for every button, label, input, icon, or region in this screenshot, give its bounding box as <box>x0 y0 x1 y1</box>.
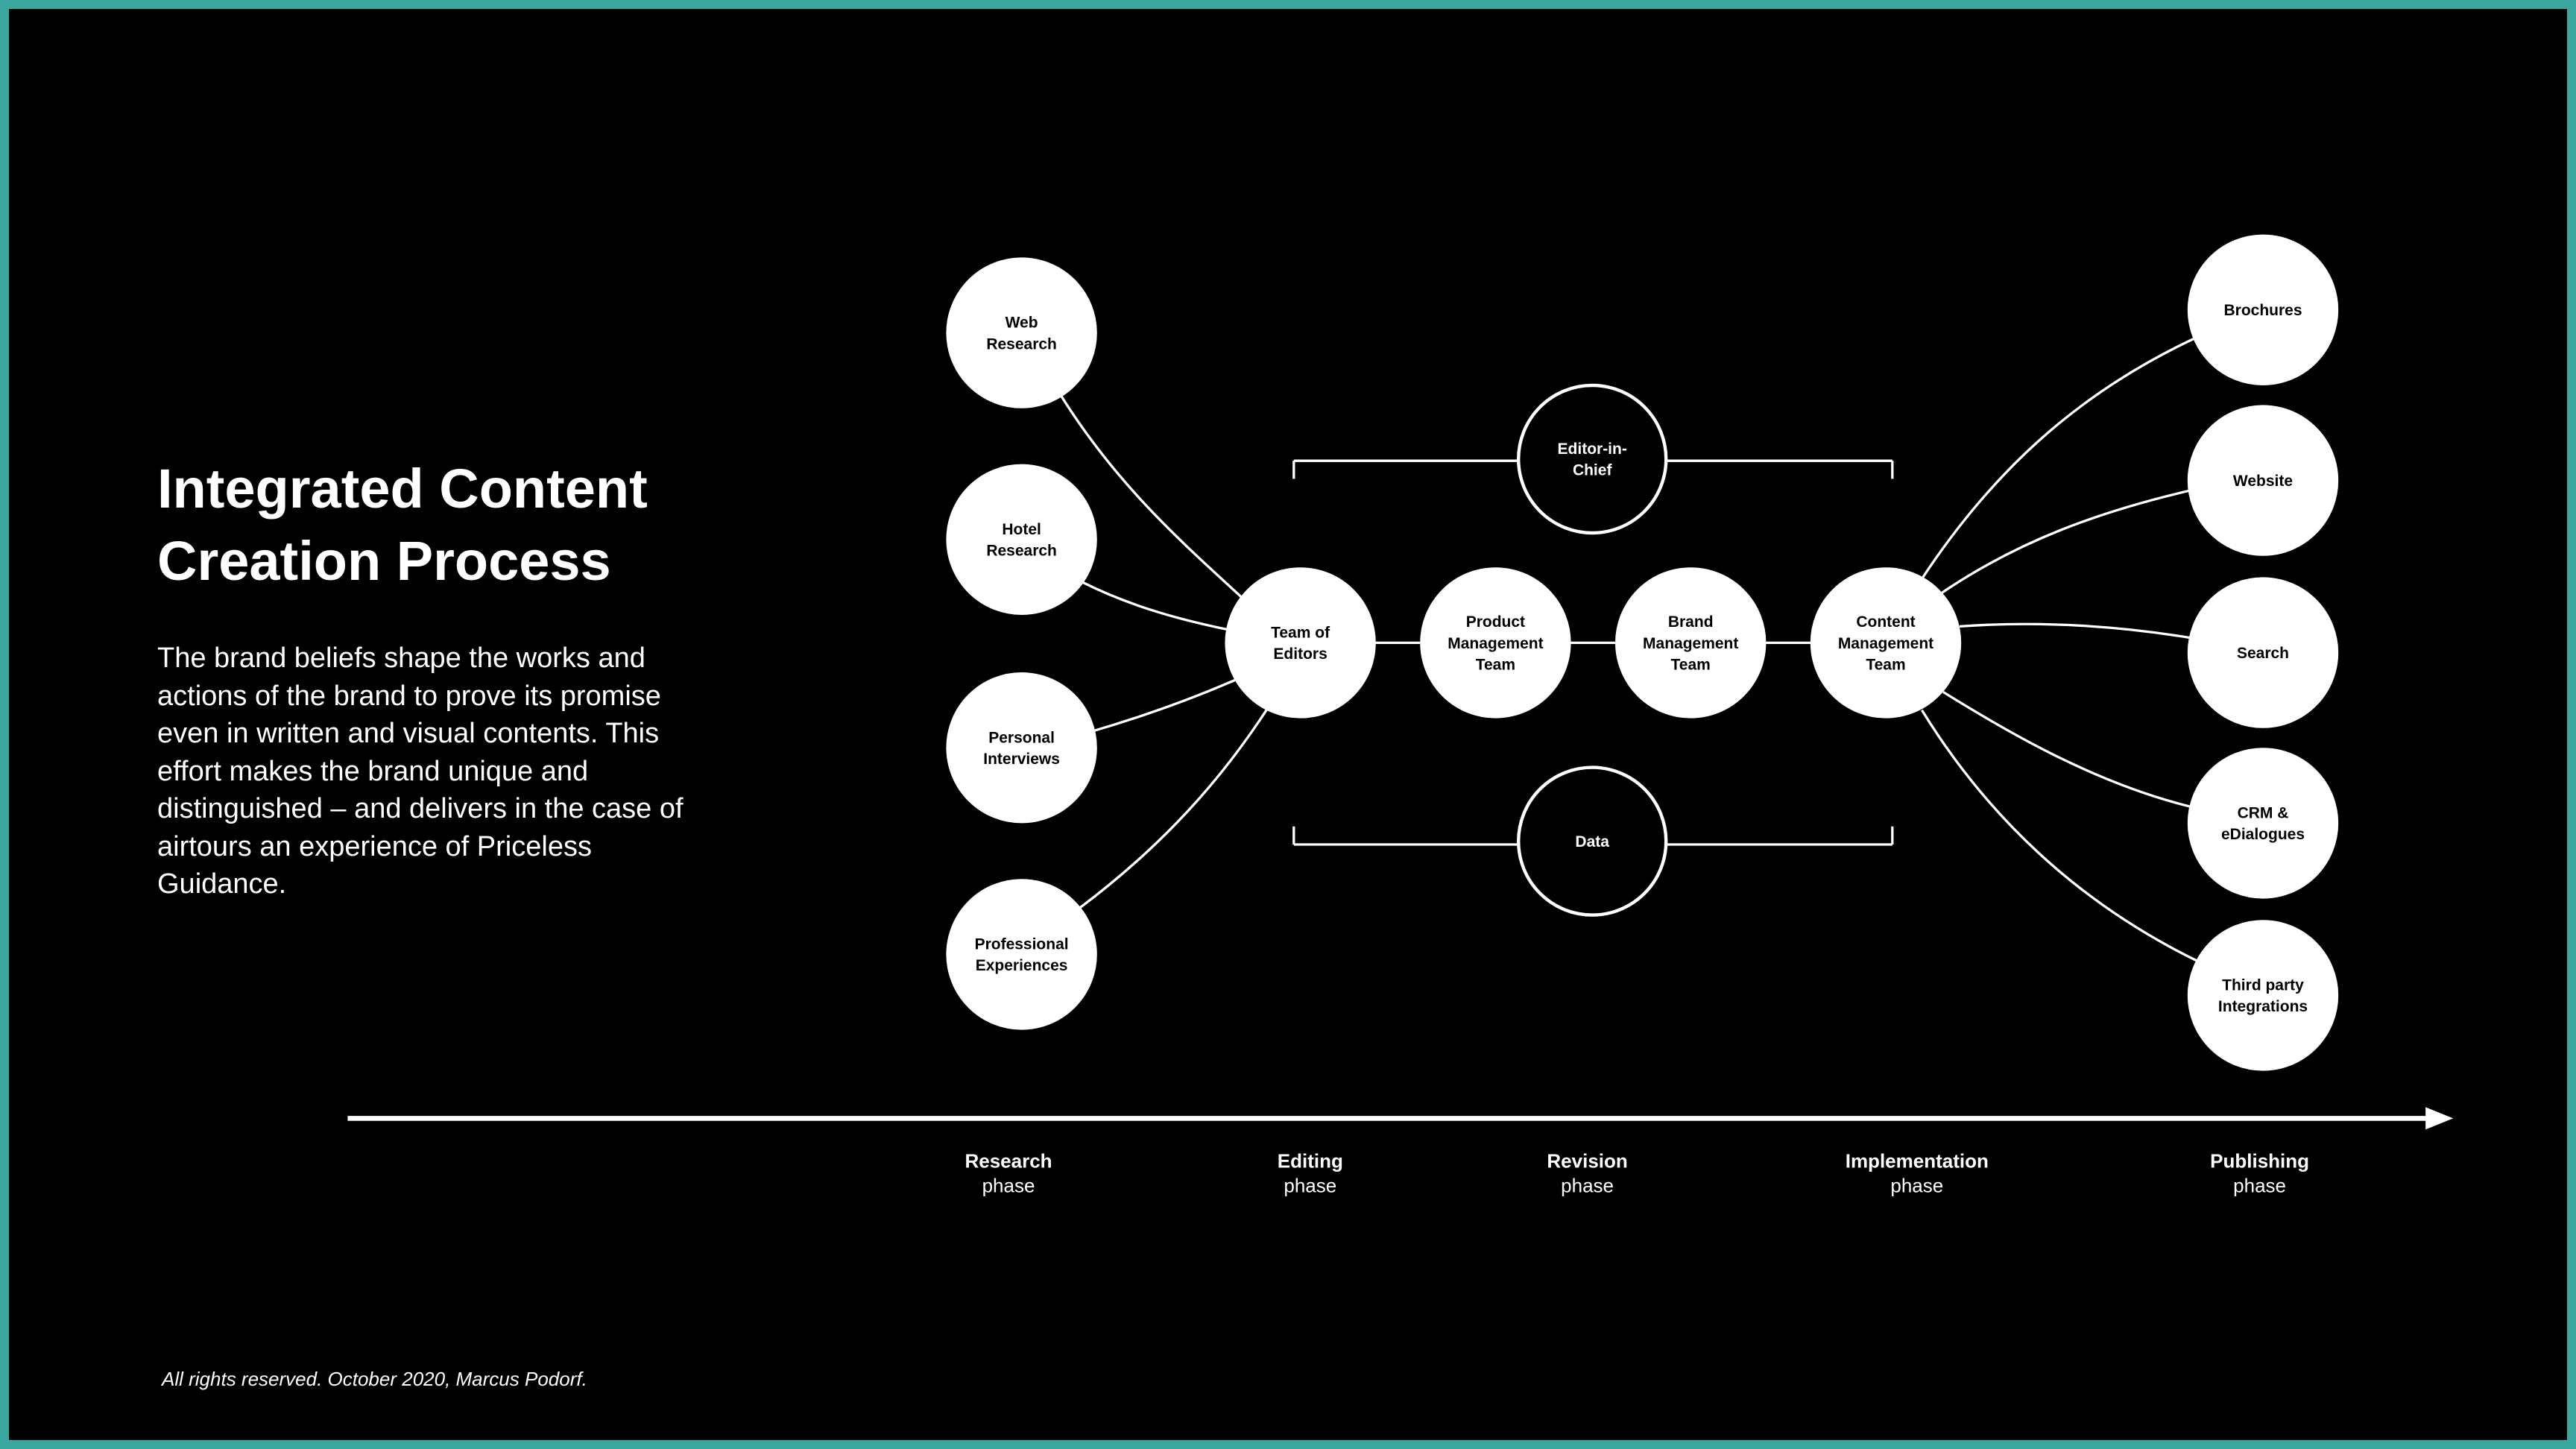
node-circle <box>1810 567 1962 719</box>
node-circle <box>946 464 1097 615</box>
phase-sub: phase <box>1890 1174 1943 1196</box>
node-label: Web <box>1006 315 1038 332</box>
oversight-brackets <box>1292 459 1894 846</box>
node-circle <box>1420 567 1571 719</box>
node-circle <box>2187 234 2339 385</box>
node-search: Search <box>2187 577 2339 728</box>
node-label: Management <box>1838 635 1933 652</box>
phase-sub: phase <box>982 1174 1035 1196</box>
node-label: Management <box>1448 635 1543 652</box>
node-label: Team <box>1671 656 1711 673</box>
node-circle <box>1516 765 1668 917</box>
node-circle <box>1614 567 1767 719</box>
node-label: eDialogues <box>2221 826 2305 843</box>
node-label: Personal <box>988 729 1055 746</box>
phase-name: Editing <box>1278 1149 1343 1172</box>
phase-sub: phase <box>1561 1174 1614 1196</box>
connector-website <box>1937 489 2191 596</box>
slide-canvas: Integrated Content Creation Process The … <box>9 9 2567 1440</box>
node-circle <box>2187 577 2339 728</box>
node-label: Product <box>1466 613 1525 631</box>
node-website: Website <box>2187 405 2339 556</box>
description-text: The brand beliefs shape the works and ac… <box>157 643 684 900</box>
node-label: Research <box>986 335 1057 353</box>
node-circle <box>1516 383 1668 535</box>
connector-web-research <box>1056 389 1244 600</box>
node-label: Integrations <box>2218 998 2308 1015</box>
node-label: Content <box>1856 613 1915 631</box>
node-data: Data <box>1516 765 1668 917</box>
node-label: Editors <box>1273 645 1327 663</box>
connector-crm <box>1942 690 2191 809</box>
node-label: Search <box>2237 645 2289 662</box>
node-circle <box>2187 920 2339 1071</box>
node-label: Data <box>1575 833 1609 850</box>
arrowhead-icon <box>2425 1107 2454 1130</box>
phase-sub: phase <box>1284 1174 1336 1196</box>
node-label: Brand <box>1668 613 1714 631</box>
node-circle <box>2187 748 2339 899</box>
node-circle <box>1225 567 1376 719</box>
connector-third-party <box>1920 709 2202 964</box>
node-label: Hotel <box>1002 521 1041 538</box>
page-title: Integrated Content Creation Process <box>157 458 648 592</box>
phase-name: Implementation <box>1846 1149 1989 1172</box>
phase-name: Publishing <box>2210 1149 2309 1172</box>
process-nodes: WebResearchHotelResearchPersonalIntervie… <box>946 234 2339 1071</box>
node-brochures: Brochures <box>2187 234 2339 385</box>
connector-professional-experiences <box>1078 707 1269 910</box>
node-label: Interviews <box>983 751 1060 768</box>
node-label: Experiences <box>976 957 1068 974</box>
node-label: Editor-in- <box>1558 441 1627 458</box>
node-circle <box>946 672 1097 824</box>
node-team-of-editors: Team of Editors <box>1225 567 1376 719</box>
node-label: Website <box>2233 473 2293 490</box>
node-label: Team <box>1476 656 1515 673</box>
node-circle <box>946 879 1097 1030</box>
timeline: ResearchphaseEditingphaseRevisionphaseIm… <box>347 1107 2454 1196</box>
node-label: Professional <box>975 935 1069 953</box>
phase-name: Research <box>965 1149 1052 1172</box>
connector-personal-interviews <box>1091 676 1243 733</box>
node-editor-in-chief: Editor-in- Chief <box>1516 383 1668 535</box>
node-label: Team <box>1866 656 1905 673</box>
node-label: Management <box>1643 635 1738 652</box>
node-circle <box>2187 405 2339 556</box>
node-label: Team of <box>1271 624 1330 641</box>
phase-name: Revision <box>1547 1149 1627 1172</box>
bracket-editor-in-chief <box>1292 459 1894 479</box>
connector-lines <box>1056 336 2202 964</box>
node-label: Third party <box>2222 976 2304 994</box>
node-label: Chief <box>1573 462 1613 479</box>
process-diagram: WebResearchHotelResearchPersonalIntervie… <box>347 234 2454 1196</box>
bracket-data <box>1292 826 1894 846</box>
node-label: Brochures <box>2223 302 2302 319</box>
node-circle <box>946 257 1097 408</box>
copyright-footer: All rights reserved. October 2020, Marcu… <box>162 1368 587 1390</box>
node-label: Research <box>986 542 1057 559</box>
node-label: CRM & <box>2238 804 2289 821</box>
connector-hotel-research <box>1082 581 1229 631</box>
connector-brochures <box>1921 336 2197 580</box>
node-crm-and-edialogues: CRM & eDialogues <box>2187 748 2339 899</box>
phase-sub: phase <box>2233 1174 2286 1196</box>
connector-search <box>1959 622 2191 640</box>
